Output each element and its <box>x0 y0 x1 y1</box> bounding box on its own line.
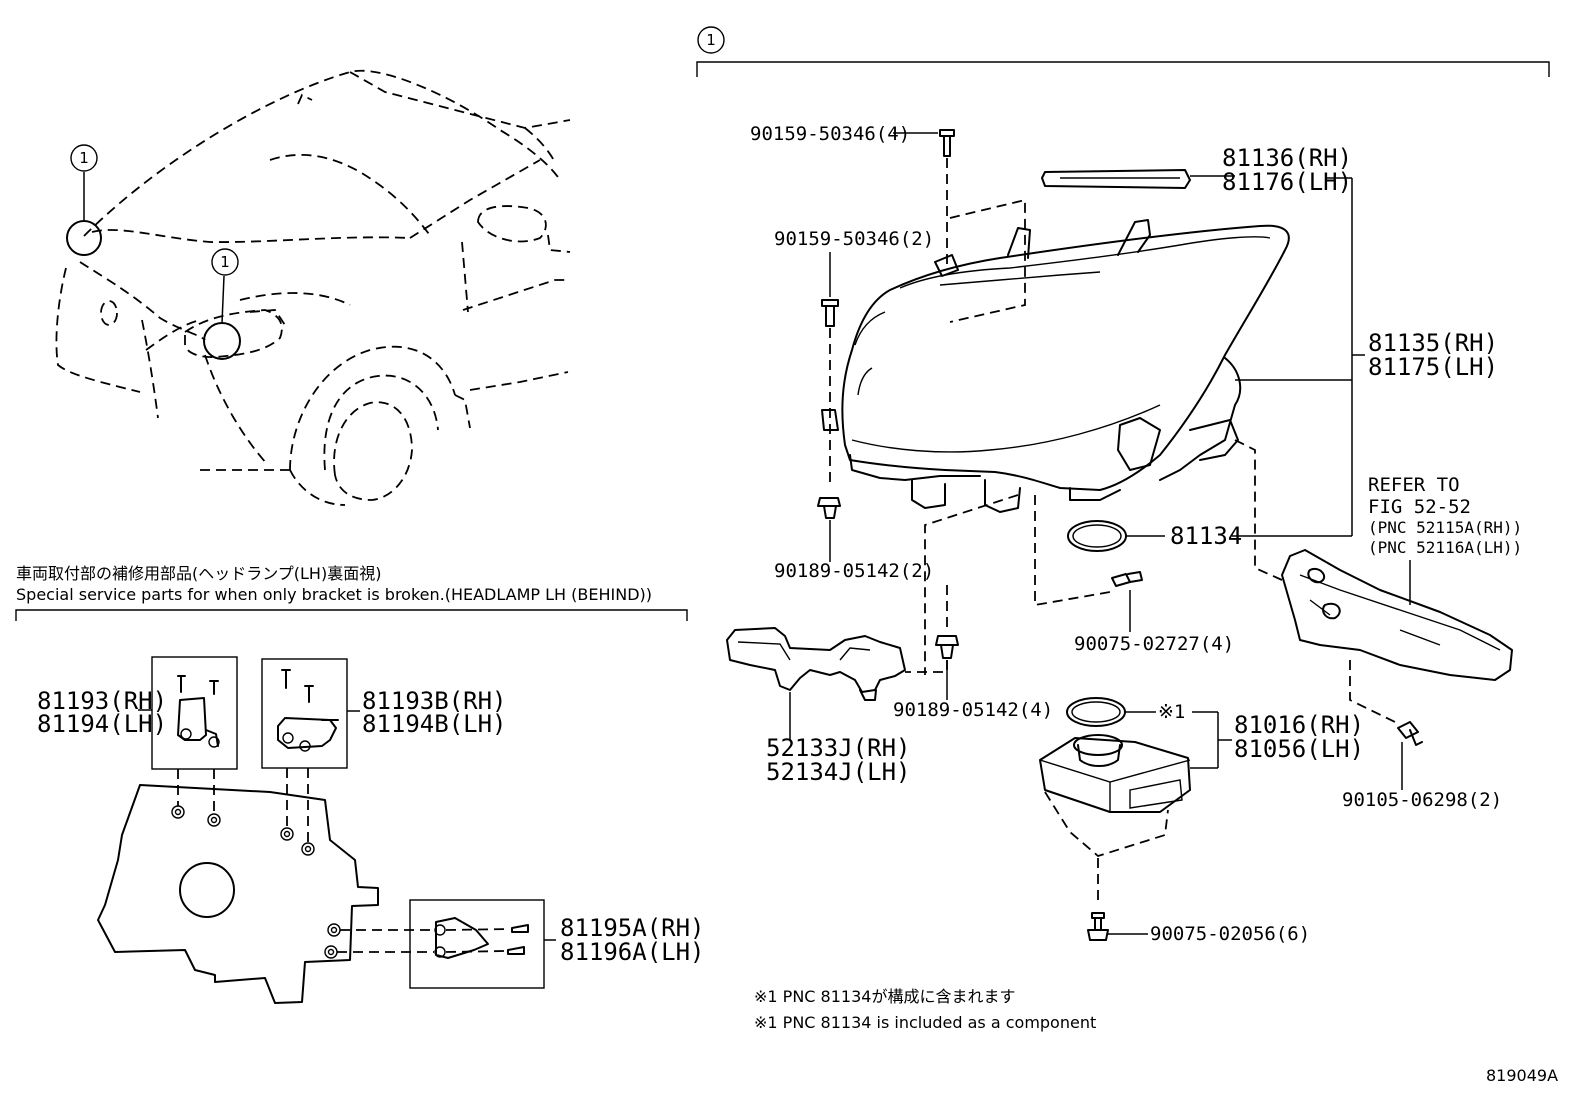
bolt-label-mid: 90159-50346(2) <box>774 228 934 250</box>
figure-id: 819049A <box>1486 1066 1558 1085</box>
part-label-81135: 81135(RH) <box>1368 329 1498 357</box>
part-label-81194: 81194(LH) <box>37 710 167 738</box>
clip-label-low: 90189-05142(4) <box>893 699 1053 721</box>
part-label-81194b: 81194B(LH) <box>362 710 507 738</box>
screw-label-6298: 90105-06298(2) <box>1342 789 1502 811</box>
footnote-jp: ※1 PNC 81134が構成に含まれます <box>754 987 1015 1006</box>
part-label-81195a: 81195A(RH) <box>560 914 705 942</box>
part-label-81016: 81016(RH) <box>1234 711 1364 739</box>
bracket-section-title-jp: 車両取付部の補修用部品(ヘッドランプ(LH)裏面視) <box>16 564 381 583</box>
part-label-52134j: 52134J(LH) <box>766 758 911 786</box>
callout-number: 1 <box>79 149 89 167</box>
part-label-81175: 81175(LH) <box>1368 353 1498 381</box>
headlamp-assembly: 1 90159-50346(4) 90159-5034 <box>696 26 1550 945</box>
bolt-label-top: 90159-50346(4) <box>750 123 910 145</box>
mounting-holes <box>171 805 341 959</box>
part-label-81134: 81134 <box>1170 522 1242 550</box>
part-label-81136: 81136(RH) <box>1222 144 1352 172</box>
screw-label-2056: 90075-02056(6) <box>1150 923 1310 945</box>
callout-number: 1 <box>220 253 230 271</box>
refer-text-line3: (PNC 52115A(RH)) <box>1368 518 1522 537</box>
part-label-81193: 81193(RH) <box>37 687 167 715</box>
assembly-callout-number: 1 <box>706 31 716 49</box>
part-label-81193b: 81193B(RH) <box>362 687 507 715</box>
refer-text-line1: REFER TO <box>1368 474 1460 496</box>
bracket-repair-section: 車両取付部の補修用部品(ヘッドランプ(LH)裏面視) Special servi… <box>15 564 705 1004</box>
part-label-81056: 81056(LH) <box>1234 735 1364 763</box>
part-label-52133j: 52133J(RH) <box>766 734 911 762</box>
screw-label-2727: 90075-02727(4) <box>1074 633 1234 655</box>
clip-label-left: 90189-05142(2) <box>774 560 934 582</box>
footnote-en: ※1 PNC 81134 is included as a component <box>754 1013 1096 1032</box>
bracket-section-title-en: Special service parts for when only brac… <box>16 585 652 604</box>
mark-label: ※1 <box>1158 701 1185 723</box>
vehicle-front-view: 1 1 <box>55 69 571 506</box>
part-label-81176: 81176(LH) <box>1222 168 1352 196</box>
part-label-81196a: 81196A(LH) <box>560 938 705 966</box>
refer-text-line2: FIG 52-52 <box>1368 496 1471 518</box>
refer-text-line4: (PNC 52116A(LH)) <box>1368 538 1522 557</box>
